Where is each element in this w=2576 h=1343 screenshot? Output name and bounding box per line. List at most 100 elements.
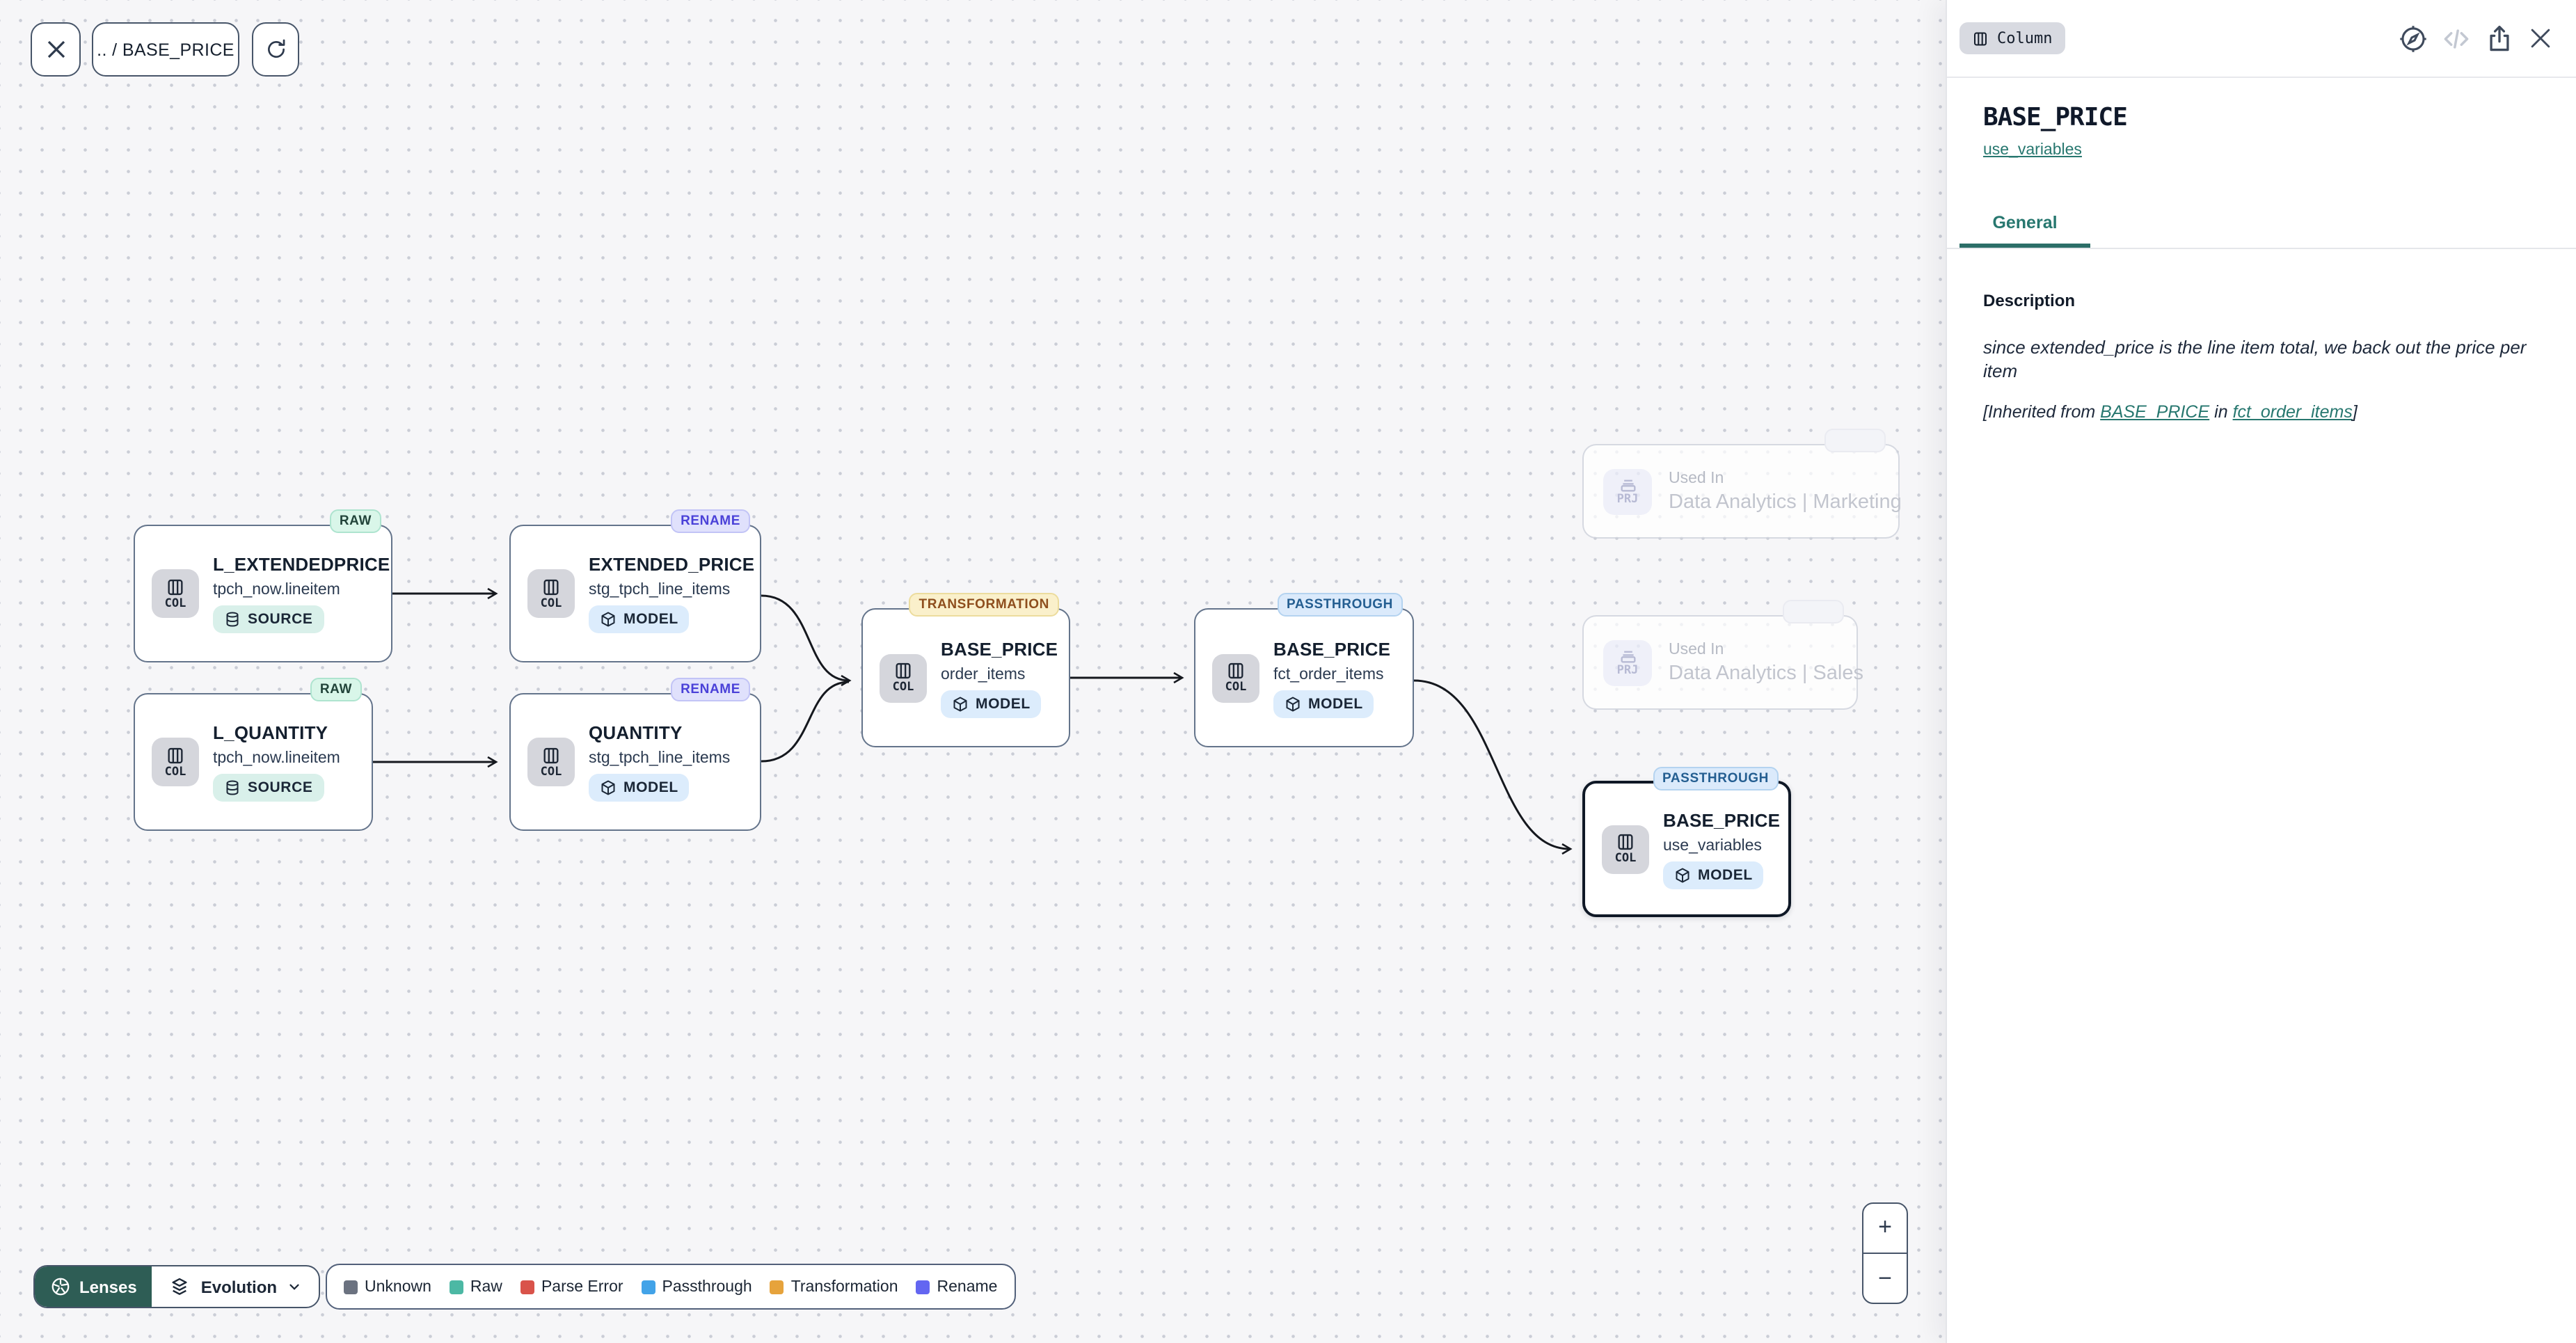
used-in-label: Used In [1669,641,1724,658]
breadcrumb[interactable]: .. / BASE_PRICE [92,22,239,77]
node-kind-pill: MODEL [589,774,690,802]
entity-type-chip: Column [1959,22,2065,54]
zoom-in-button[interactable]: + [1878,1214,1892,1241]
node-kind-pill: MODEL [1273,690,1374,717]
refresh-button[interactable] [252,22,299,77]
used-in-name: Data Analytics | Marketing [1669,491,1902,513]
node-title: L_QUANTITY [213,722,328,743]
zoom-out-button[interactable]: − [1878,1264,1892,1292]
code-icon [2444,29,2469,48]
columns-icon [1228,663,1243,679]
cube-icon [1286,696,1300,711]
edge-kind-badge: PASSTHROUGH [1277,593,1403,617]
used-in-node-marketing[interactable]: PRJ Used In Data Analytics | Marketing [1582,429,1902,539]
close-icon [2531,29,2550,48]
refresh-icon [267,39,285,58]
node-kind-pill: MODEL [1663,861,1764,889]
columns-icon [896,663,911,679]
lineage-node-l-extendedprice[interactable]: RAW COL L_EXTENDEDPRICE tpch_now.lineite… [134,509,392,662]
edge-kind-badge: PASSTHROUGH [1653,767,1779,790]
used-in-name: Data Analytics | Sales [1669,662,1863,684]
cube-icon [601,780,615,795]
lenses-button[interactable]: Lenses [35,1266,152,1307]
panel-tabs: General [1947,205,2576,249]
close-panel-button[interactable] [2527,25,2554,51]
legend-item: Unknown [344,1278,431,1295]
description-text: since extended_price is the line item to… [1983,337,2527,382]
node-kind-pill: SOURCE [213,605,324,633]
compass-icon [2400,25,2426,51]
chevron-down-icon [289,1284,299,1290]
legend-item: Passthrough [641,1278,752,1295]
columns-icon [1974,31,1987,45]
columns-icon [543,579,559,595]
panel-title: BASE_PRICE [1983,103,2128,132]
legend-swatch [641,1280,655,1294]
node-title: BASE_PRICE [941,638,1058,659]
database-icon [226,612,239,627]
column-type-square: COL [152,569,199,618]
tab-general[interactable]: General [1959,205,2090,248]
column-type-square: COL [527,569,575,618]
lineage-node-base-price-use-variables[interactable]: PASSTHROUGH COL BASE_PRICE use_variables… [1582,767,1791,917]
used-in-label: Used In [1669,470,1724,486]
inherited-column-link[interactable]: BASE_PRICE [2100,402,2210,422]
project-stack-icon [1620,480,1635,492]
lineage-node-l-quantity[interactable]: RAW COL L_QUANTITY tpch_now.lineitem SOU… [134,678,373,831]
columns-icon [168,747,183,763]
lineage-node-quantity[interactable]: RENAME COL QUANTITY stg_tpch_line_items … [509,678,761,831]
layers-icon [173,1277,188,1294]
compass-button[interactable] [2398,23,2428,54]
lens-aperture-icon [51,1278,70,1296]
cube-icon [601,612,615,627]
project-type-square: PRJ [1603,639,1652,685]
share-button[interactable] [2484,23,2515,54]
column-type-square: COL [1602,825,1649,873]
inherited-note: [Inherited from BASE_PRICE in fct_order_… [1983,402,2358,422]
legend-swatch [520,1280,534,1294]
description-heading: Description [1983,291,2076,310]
node-title: BASE_PRICE [1663,809,1781,830]
node-subtitle: stg_tpch_line_items [589,582,731,598]
column-type-square: COL [527,738,575,786]
close-icon [47,40,65,58]
model-link[interactable]: use_variables [1983,142,2082,159]
panel-header-actions [2398,23,2554,54]
lineage-node-base-price-fct-order-items[interactable]: PASSTHROUGH COL BASE_PRICE fct_order_ite… [1194,593,1414,747]
node-title: BASE_PRICE [1273,638,1391,659]
database-icon [226,780,239,795]
edge-kind-badge: RAW [329,509,381,533]
column-type-square: COL [152,738,199,786]
panel-header: Column [1947,0,2576,78]
breadcrumb-label: .. / BASE_PRICE [97,40,234,59]
legend-swatch [344,1280,358,1294]
column-type-square: COL [880,653,927,702]
lens-mode-dropdown[interactable]: Evolution [152,1266,319,1307]
zoom-divider [1863,1252,1907,1255]
node-subtitle: use_variables [1663,837,1762,854]
node-title: EXTENDED_PRICE [589,554,755,575]
legend-swatch [770,1280,784,1294]
close-lineage-button[interactable] [31,22,81,77]
used-in-node-sales[interactable]: PRJ Used In Data Analytics | Sales [1582,600,1863,710]
legend-item: Raw [449,1278,502,1295]
project-type-square: PRJ [1603,468,1652,514]
lineage-node-extended-price[interactable]: RENAME COL EXTENDED_PRICE stg_tpch_line_… [509,509,761,662]
legend-swatch [916,1280,930,1294]
legend-swatch [449,1280,463,1294]
edge-kind-badge: RAW [310,678,362,701]
lineage-node-base-price-order-items[interactable]: TRANSFORMATION COL BASE_PRICE order_item… [861,593,1070,747]
legend-item: Transformation [770,1278,898,1295]
zoom-control: + − [1862,1202,1908,1304]
panel-model-link-row: use_variables [1983,142,2540,159]
code-button[interactable] [2441,23,2472,54]
columns-icon [168,579,183,595]
node-subtitle: order_items [941,666,1026,683]
lineage-canvas[interactable]: .. / BASE_PRICE RAW COL L_EXTENDEDPRICE … [0,0,1946,1343]
share-export-icon [2490,24,2509,51]
node-subtitle: tpch_now.lineitem [213,750,340,767]
legend-item: Rename [916,1278,997,1295]
inherited-model-link[interactable]: fct_order_items [2232,402,2353,422]
node-kind-pill: MODEL [941,690,1042,717]
node-title: L_EXTENDEDPRICE [213,554,390,575]
